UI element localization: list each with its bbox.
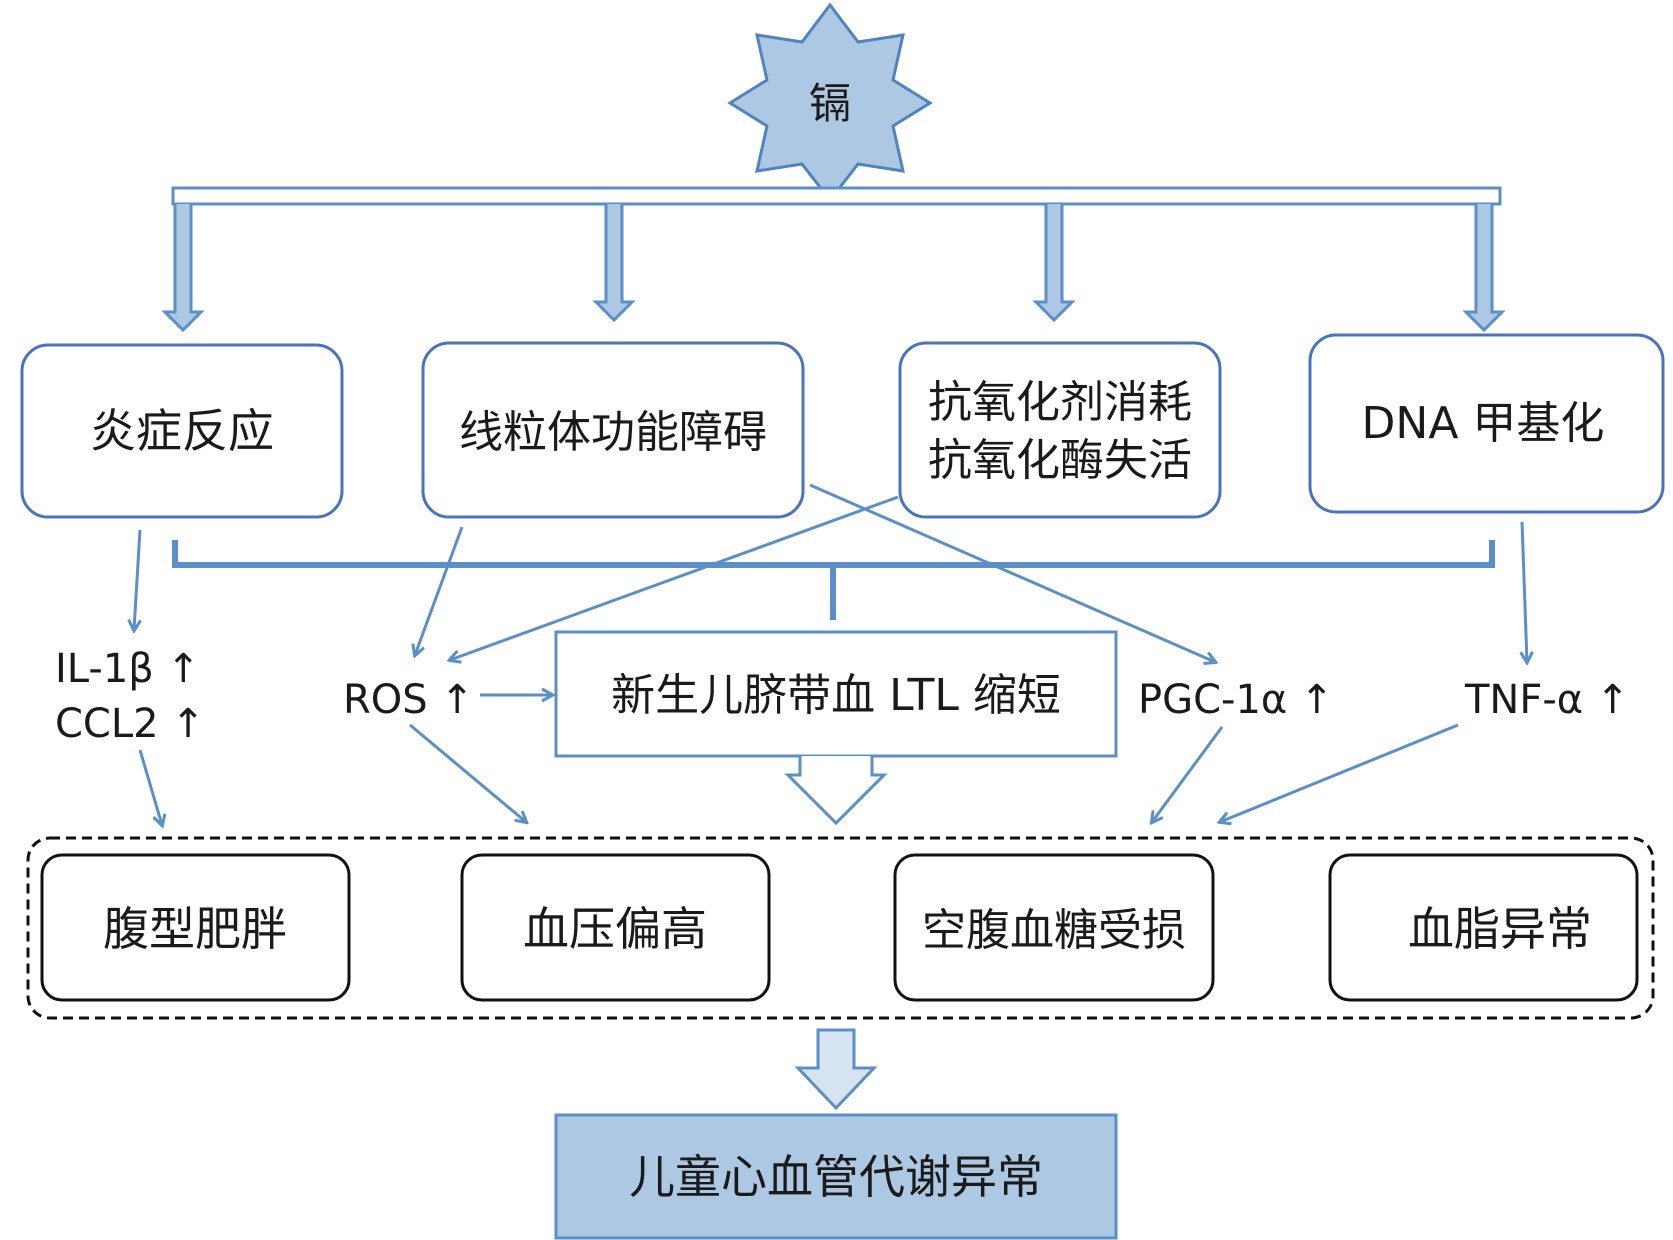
mechanism-box-mitochondria: 线粒体功能障碍 [421,341,805,519]
outcome-label-obesity: 腹型肥胖 [103,902,287,956]
marker-ccl2: CCL2 ↑ [55,701,205,747]
thin-arrows [134,483,1527,825]
final-down-arrow [794,1028,878,1111]
mechanism-box-inflammation: 炎症反应 [20,343,344,519]
final-box: 儿童心血管代谢异常 [554,1113,1118,1240]
mechanism-label-antioxidant-1: 抗氧化剂消耗 [928,377,1192,428]
cadmium-label: 镉 [809,79,851,128]
arrow-antioxidant-to-ros [450,495,899,660]
outcome-label-lipid: 血脂异常 [1408,902,1592,956]
mechanism-box-antioxidant: 抗氧化剂消耗 抗氧化酶失活 [898,341,1222,519]
central-down-arrow [784,756,888,826]
central-label: 新生儿脐带血 LTL 缩短 [611,670,1061,721]
marker-tnf: TNF-α ↑ [1464,677,1629,723]
marker-ros: ROS ↑ [343,677,474,723]
outcome-box-obesity: 腹型肥胖 [40,853,351,1002]
marker-pgc: PGC-1α ↑ [1138,677,1334,723]
final-label: 儿童心血管代谢异常 [629,1150,1043,1204]
collector-bracket [172,540,1495,620]
mechanism-label-inflammation: 炎症反应 [90,404,274,458]
arrow-pgc-to-outcomes [1152,726,1224,822]
outcome-group-border [26,836,1655,1020]
marker-il1b: IL-1β ↑ [55,646,200,692]
cadmium-star: 镉 [727,2,933,203]
central-box: 新生儿脐带血 LTL 缩短 [554,630,1118,758]
arrow-ros-to-outcomes [409,723,526,822]
mechanism-label-methylation: DNA 甲基化 [1362,398,1605,449]
mechanism-box-methylation: DNA 甲基化 [1308,333,1665,514]
arrow-ccl2-to-outcomes [138,749,162,825]
outcome-label-bp: 血压偏高 [523,902,707,956]
mechanism-label-antioxidant-2: 抗氧化酶失活 [928,435,1192,486]
mechanism-label-mitochondria: 线粒体功能障碍 [459,407,767,458]
top-distribution-bar [161,186,1506,333]
arrow-mitochondria-to-pgc [809,483,1215,662]
outcome-label-glucose: 空腹血糖受损 [922,905,1186,956]
arrow-mitochondria-to-ros [415,526,464,655]
arrow-methylation-to-tnf [1522,521,1527,662]
outcome-box-lipid: 血脂异常 [1328,853,1639,1002]
arrow-inflammation-to-il1b [134,529,140,630]
outcome-box-bp: 血压偏高 [460,853,771,1002]
arrow-tnf-to-outcomes [1220,723,1459,822]
outcome-box-glucose: 空腹血糖受损 [893,853,1215,1002]
